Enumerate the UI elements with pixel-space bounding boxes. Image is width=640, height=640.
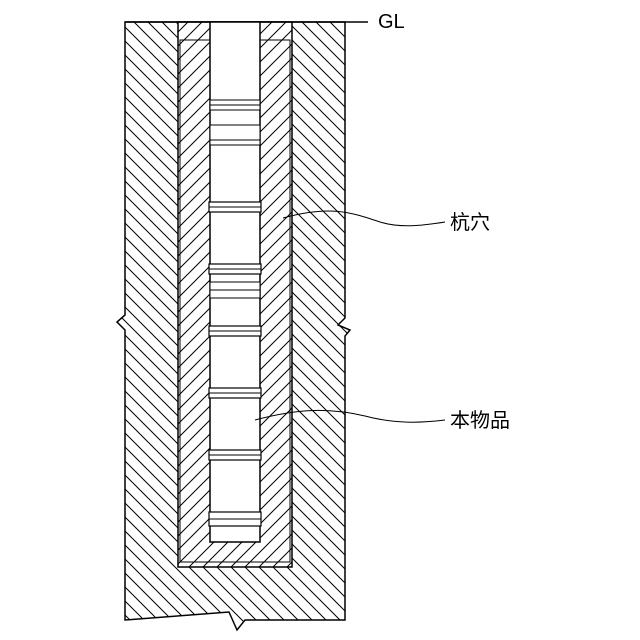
pipe-joint bbox=[209, 326, 261, 336]
pipe-joint bbox=[210, 282, 260, 298]
pipe-joint bbox=[210, 100, 260, 110]
pipe-joint bbox=[209, 450, 261, 460]
pipe-joint bbox=[209, 512, 261, 526]
pipe-joint bbox=[209, 264, 261, 274]
pipe-joint bbox=[209, 388, 261, 398]
pipe-joint bbox=[209, 202, 261, 212]
ground-level-label: GL bbox=[378, 11, 405, 33]
pile-hole-label: 杭穴 bbox=[450, 211, 490, 234]
main-product-label: 本物品 bbox=[450, 409, 510, 432]
pipe-joint bbox=[210, 125, 260, 145]
main-product-pipe bbox=[209, 22, 261, 542]
